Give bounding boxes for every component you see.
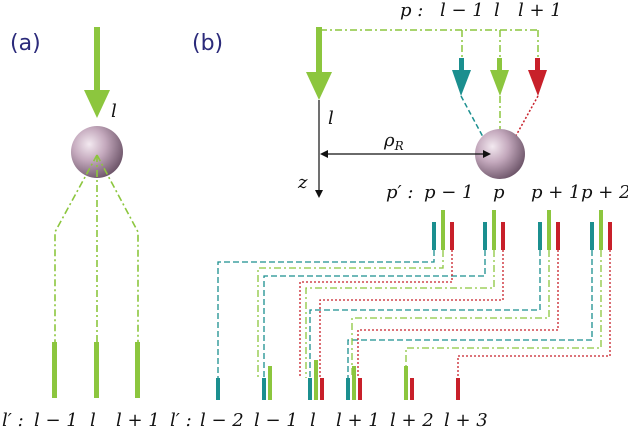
panel-a-scattered-rays (54, 154, 139, 342)
panel-b-bottom-label-1: l − 1 (254, 410, 298, 431)
panel-b-bottom-label-4: l + 2 (390, 410, 434, 431)
panel-b-incident-label: l (328, 108, 334, 129)
panel-b-rho-arrow (320, 150, 491, 158)
panel-b-bottom-prefix: l′ : (170, 410, 192, 431)
panel-b-p-label-0: l − 1 (440, 0, 484, 21)
panel-b-pprime-label-3: p + 2 (581, 182, 628, 203)
panel-b-p-prefix: p : (400, 0, 423, 21)
panel-b-top-feed (320, 29, 540, 60)
panel-a-label: (a) (10, 31, 41, 56)
panel-b-teal-arrow (452, 58, 471, 96)
panel-b-label: (b) (192, 31, 223, 56)
panel-a-outgoing-bars (52, 342, 140, 398)
panel-b-pprime-prefix: p′ : (386, 182, 413, 203)
panel-b-rho-label: ρR (383, 130, 404, 153)
panel-b-pprime-label-2: p + 1 (531, 182, 581, 203)
panel-b-incident-beam (306, 27, 332, 100)
panel-b-p-label-1: l (494, 0, 500, 21)
panel-b-pprime-label-1: p (493, 182, 505, 203)
panel-a-incident-beam (84, 27, 110, 118)
panel-b-lower-bars (216, 360, 460, 400)
panel-b-bottom-label-2: l (310, 410, 316, 431)
panel-b-bottom-label-0: l − 2 (200, 410, 244, 431)
panel-a-bottom-label-2: l + 1 (116, 410, 160, 431)
panel-b-z-label: z (297, 172, 308, 193)
panel-a-bottom-prefix: l′ : (2, 410, 24, 431)
panel-a-bottom-label-0: l − 1 (34, 410, 78, 431)
panel-b-z-axis (315, 100, 323, 198)
panel-b-routing-green (257, 250, 602, 378)
panel-b-red-arrow (528, 58, 547, 96)
panel-b-routing-red (299, 250, 611, 378)
panel-b-routing-teal (217, 250, 593, 378)
panel-b-pprime-label-0: p − 1 (424, 182, 474, 203)
panel-b-bottom-label-3: l + 1 (336, 410, 380, 431)
panel-b-upper-bars (432, 210, 612, 250)
panel-b-bottom-label-5: l + 3 (444, 410, 488, 431)
panel-b-sphere (475, 129, 525, 179)
panel-b-p-label-2: l + 1 (518, 0, 562, 21)
panel-a-incident-label: l (111, 101, 117, 122)
panel-b-green-arrow (490, 58, 509, 96)
panel-a-sphere (71, 126, 123, 178)
panel-a-bottom-label-1: l (90, 410, 96, 431)
